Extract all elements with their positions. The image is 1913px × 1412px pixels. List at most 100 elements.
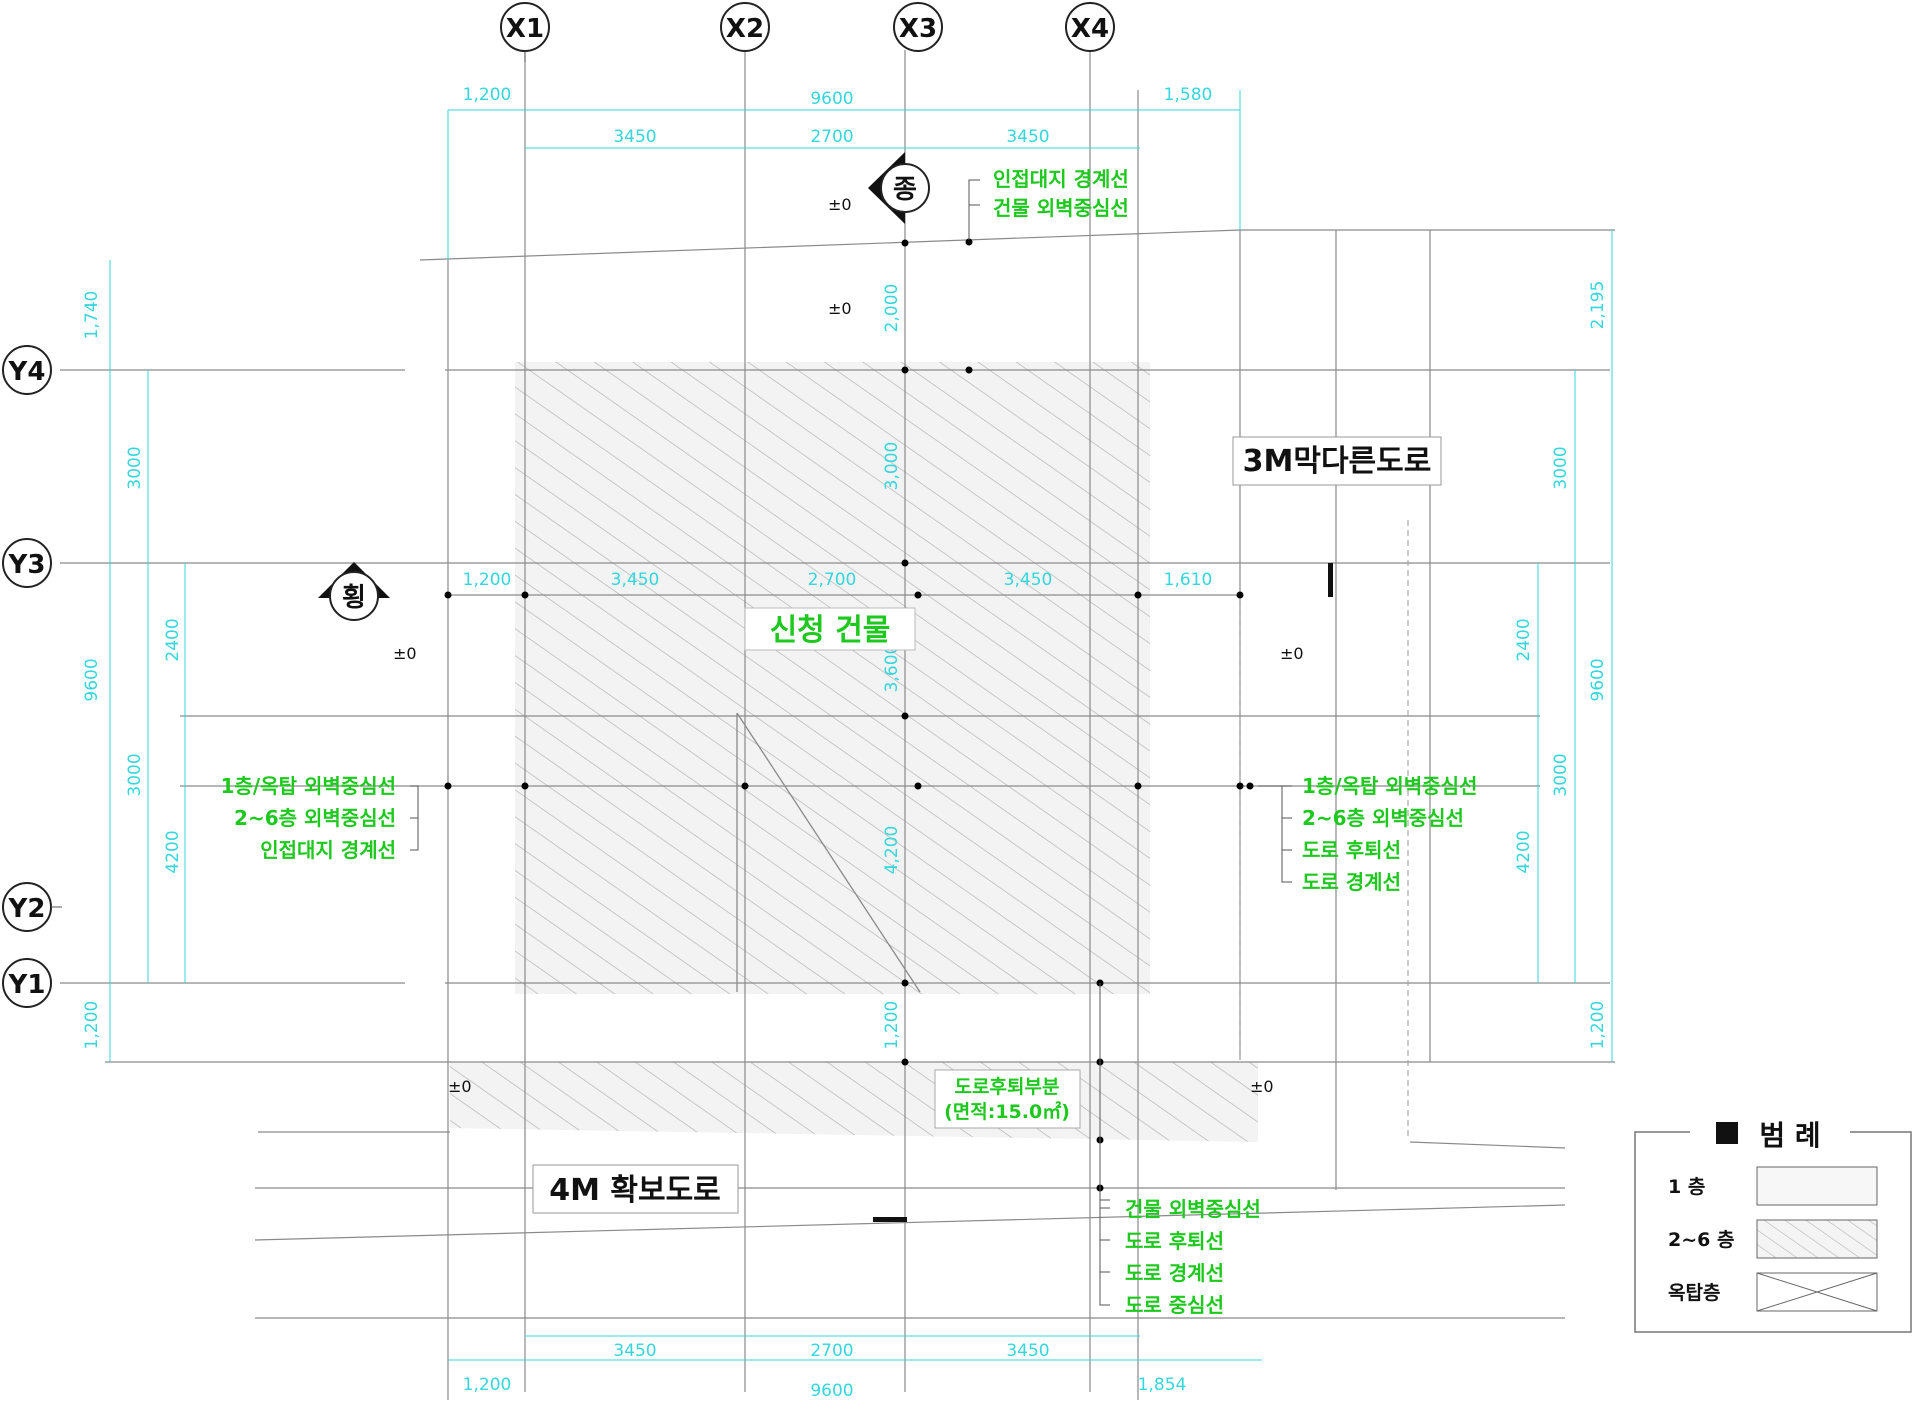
grid-lines [60, 50, 1615, 1400]
grid-x1-label: X1 [506, 14, 544, 44]
dim-text: 3000 [1551, 446, 1571, 489]
dim-text: 1,854 [1138, 1375, 1187, 1395]
setback-label-line1: 도로후퇴부분 [955, 1076, 1060, 1098]
dim-text: 3,600 [882, 644, 902, 693]
road-end-mark [1328, 563, 1333, 597]
note-bottom-1: 건물 외벽중심선 [1125, 1197, 1261, 1221]
dim-text: 2400 [163, 618, 183, 661]
legend-swatch-1f [1756, 1166, 1878, 1206]
dim-text: 1,580 [1164, 85, 1213, 105]
dim-text: 1,200 [463, 85, 512, 105]
dim-text: 3,450 [611, 570, 660, 590]
legend-rooftop-diag-2 [1756, 1272, 1878, 1312]
dim-text: 2,195 [1588, 281, 1608, 330]
dim-text: 1,200 [463, 1375, 512, 1395]
dimension-lines [109, 90, 1613, 1361]
note-right-1: 1층/옥탑 외벽중심선 [1302, 774, 1477, 798]
annotation-labels: 인접대지 경계선 건물 외벽중심선 1층/옥탑 외벽중심선 2~6층 외벽중심선… [221, 167, 1478, 1317]
note-bottom-4: 도로 중심선 [1125, 1293, 1224, 1317]
dim-text: 3000 [125, 446, 145, 489]
dim-text: 4200 [163, 830, 183, 873]
note-left-1: 1층/옥탑 외벽중심선 [221, 774, 396, 798]
note-left-2: 2~6층 외벽중심선 [234, 806, 396, 830]
road-setback-area [450, 1062, 1258, 1142]
dim-text: 3000 [125, 753, 145, 796]
grid-x4-label: X4 [1071, 14, 1109, 44]
section-mark-hoeng: 횡 [342, 583, 366, 613]
note-adjacent-boundary: 인접대지 경계선 [993, 167, 1129, 191]
level-mark: ±0 [1250, 1077, 1274, 1096]
road-label-secured: 4M 확보도로 [549, 1173, 721, 1208]
grid-x3-label: X3 [899, 14, 937, 44]
level-mark: ±0 [448, 1077, 472, 1096]
building-label: 신청 건물 [770, 613, 891, 648]
level-mark: ±0 [828, 299, 852, 318]
building-floor-area [515, 362, 1150, 994]
dim-text: 3000 [1551, 753, 1571, 796]
grid-y1-label: Y1 [8, 970, 46, 1000]
dim-text: 3450 [613, 127, 656, 147]
level-mark: ±0 [828, 195, 852, 214]
dim-text: 3450 [1006, 1341, 1049, 1361]
road-end-mark-bottom [873, 1217, 907, 1222]
grid-bubbles-x: X1 X2 X3 X4 [500, 2, 1115, 62]
dim-text: 4200 [1514, 830, 1534, 873]
note-right-3: 도로 후퇴선 [1302, 838, 1401, 862]
road-label-dead-end: 3M막다른도로 [1243, 444, 1432, 479]
dim-text: 3450 [1006, 127, 1049, 147]
note-bottom-3: 도로 경계선 [1125, 1261, 1224, 1285]
leader-lines [410, 179, 1292, 1306]
legend-item-2-6f: 2~6 층 [1668, 1229, 1734, 1251]
note-left-3: 인접대지 경계선 [260, 838, 396, 862]
dim-text: 9600 [810, 89, 853, 109]
dimension-texts: 1,200 9600 1,580 3450 2700 3450 1,200 3,… [82, 85, 1608, 1401]
legend: 범 례 1 층 2~6 층 옥탑층 [1634, 1118, 1912, 1333]
dim-text: 1,200 [82, 1001, 102, 1050]
legend-square-icon [1716, 1122, 1738, 1144]
legend-swatch-2-6f [1756, 1219, 1878, 1259]
grid-y4-label: Y4 [8, 357, 46, 387]
road-label-box-dead-end [1232, 436, 1442, 486]
level-mark: ±0 [393, 644, 417, 663]
dim-text: 3,000 [882, 442, 902, 491]
note-bottom-2: 도로 후퇴선 [1125, 1229, 1224, 1253]
dim-text: 3450 [613, 1341, 656, 1361]
road-label-box-secured [532, 1164, 739, 1214]
dim-text: 2,000 [882, 284, 902, 333]
dim-text: 2,700 [808, 570, 857, 590]
dim-text: 1,200 [1588, 1001, 1608, 1050]
dim-text: 4,200 [882, 826, 902, 875]
legend-item-rooftop: 옥탑층 [1668, 1282, 1720, 1304]
building-label-box [744, 607, 916, 651]
dim-text: 1,740 [82, 291, 102, 340]
grid-y3-label: Y3 [8, 550, 46, 580]
rooftop-diagonal [736, 712, 921, 993]
dim-text: 1,200 [882, 1001, 902, 1050]
legend-item-1f: 1 층 [1668, 1176, 1705, 1198]
dim-text: 2700 [810, 1341, 853, 1361]
level-mark: ±0 [1280, 644, 1304, 663]
section-marker-transverse: 횡 [318, 562, 390, 621]
dim-text: 9600 [1588, 658, 1608, 701]
grid-x2-label: X2 [726, 14, 764, 44]
dim-text: 2400 [1514, 618, 1534, 661]
grid-y2-label: Y2 [8, 894, 46, 924]
dim-text: 9600 [810, 1381, 853, 1401]
dim-text: 1,200 [463, 570, 512, 590]
level-marks: ±0 ±0 ±0 ±0 ±0 ±0 [393, 195, 1304, 1096]
note-right-2: 2~6층 외벽중심선 [1302, 806, 1464, 830]
dim-text: 1,610 [1164, 570, 1213, 590]
legend-title: 범 례 [1759, 1119, 1820, 1152]
note-wall-center: 건물 외벽중심선 [993, 196, 1129, 220]
section-mark-jong: 종 [893, 175, 917, 205]
section-marker-longitudinal: 종 [868, 152, 930, 224]
grid-bubbles-y: Y4 Y3 Y2 Y1 [2, 345, 62, 1008]
dim-text: 2700 [810, 127, 853, 147]
dim-text: 3,450 [1004, 570, 1053, 590]
setback-label-line2: (면적:15.0㎡) [944, 1100, 1070, 1123]
dim-text: 9600 [82, 658, 102, 701]
note-right-4: 도로 경계선 [1302, 870, 1401, 894]
setback-label-box [934, 1069, 1081, 1129]
